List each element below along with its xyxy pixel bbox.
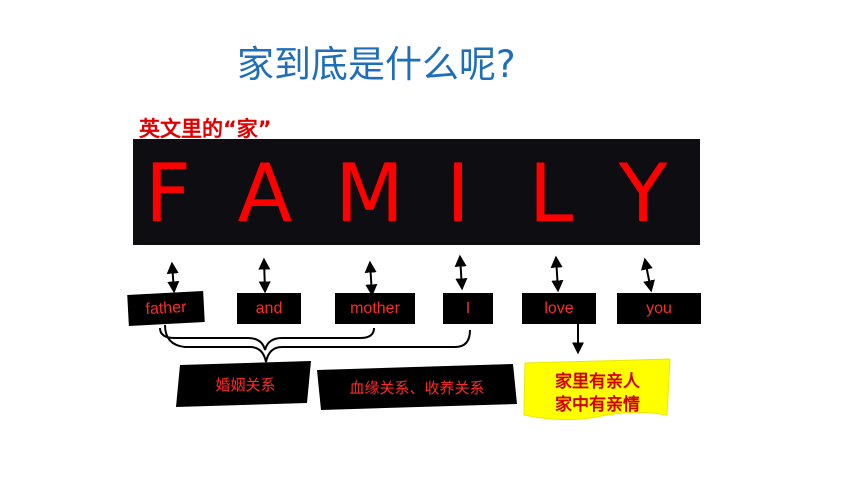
word-mother: mother — [335, 293, 415, 324]
page-title: 家到底是什么呢? — [237, 43, 516, 86]
tag-shape — [176, 361, 311, 407]
callout-line-1: 家里有亲人 — [555, 372, 640, 392]
family-banner — [133, 139, 700, 245]
callout-shape — [523, 358, 671, 421]
relation-marriage: 婚姻关系 — [176, 361, 315, 407]
double-arrow-icon — [166, 254, 656, 297]
word-and: and — [237, 293, 301, 324]
relation-blood: 血缘关系、收养关系 — [317, 364, 517, 410]
letter-a: A — [237, 147, 293, 240]
callout-line-2: 家中有亲情 — [555, 395, 640, 415]
letter-m: M — [335, 147, 405, 240]
family-callout: 家里有亲人 家中有亲情 — [522, 357, 673, 421]
word-love: love — [522, 293, 596, 324]
word-i: I — [443, 293, 493, 324]
letter-l: L — [528, 147, 574, 240]
letter-y: Y — [618, 147, 668, 240]
brace-blood-icon — [164, 324, 471, 363]
word-father: father — [127, 291, 205, 326]
subtitle: 英文里的“家” — [139, 117, 272, 141]
letter-i: I — [446, 147, 470, 240]
relation-blood-label: 血缘关系、收养关系 — [349, 378, 485, 397]
letter-f: F — [144, 147, 191, 240]
relation-marriage-label: 婚姻关系 — [215, 375, 276, 394]
word-you: you — [617, 293, 701, 324]
tag-shape — [317, 364, 517, 410]
